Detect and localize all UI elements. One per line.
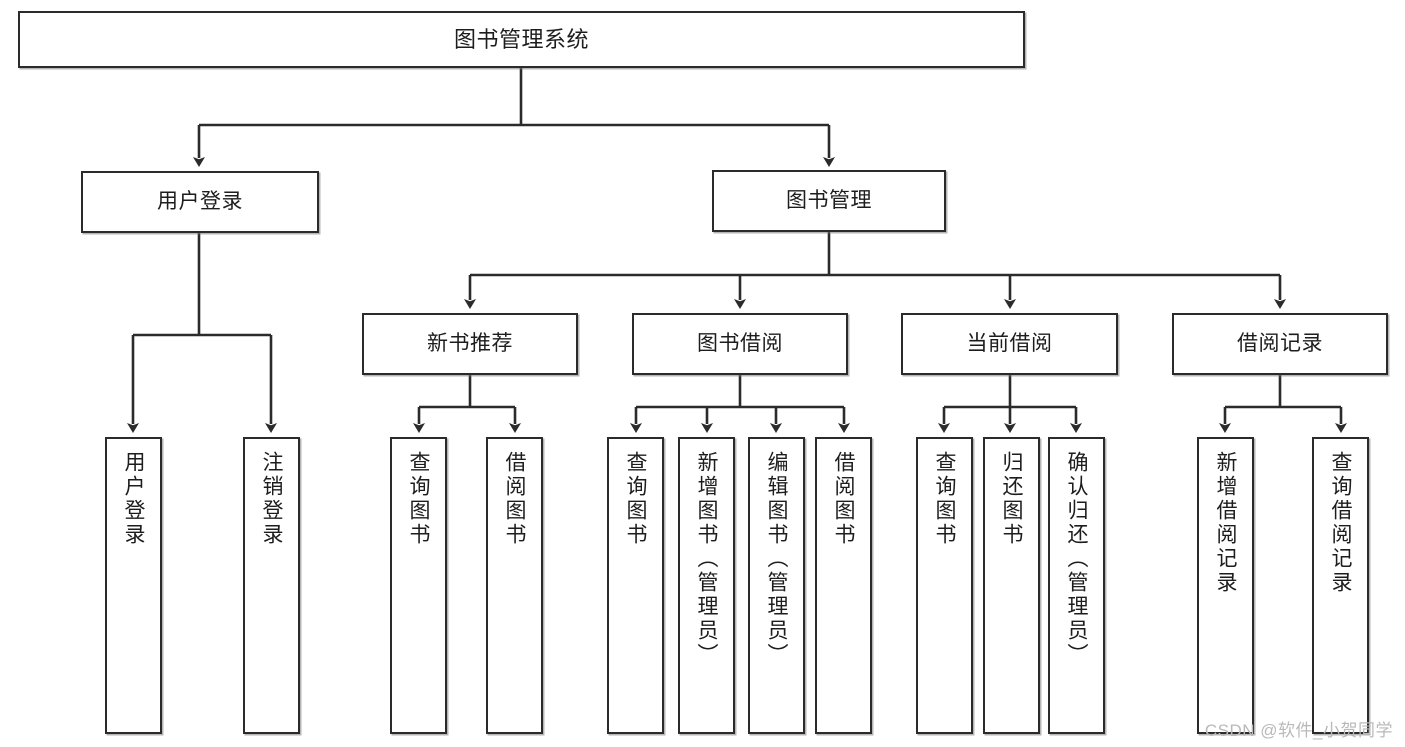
leaf-borrow-book-recommend-label: 借阅图书: [503, 451, 526, 547]
node-book-management-label: 图书管理: [786, 188, 872, 212]
leaf-add-borrow-record-label: 新增借阅记录: [1214, 451, 1237, 595]
node-root-label: 图书管理系统: [453, 26, 589, 52]
leaf-query-book-recommend-label: 查询图书: [407, 451, 430, 547]
node-current-borrow-label: 当前借阅: [966, 331, 1053, 355]
node-borrow-records[interactable]: 借阅记录: [1172, 313, 1388, 375]
leaf-user-login-label: 用户登录: [122, 451, 145, 547]
node-user-login-label: 用户登录: [157, 189, 243, 213]
leaf-borrow-book-label: 借阅图书: [832, 451, 855, 547]
leaf-return-book-label: 归还图书: [1000, 451, 1023, 547]
leaf-logout[interactable]: 注销登录: [243, 437, 300, 734]
watermark-text: CSDN @软件_小贺同学: [1204, 721, 1393, 740]
leaf-query-book-current-label: 查询图书: [933, 451, 956, 547]
leaf-query-book-borrow-label: 查询图书: [624, 451, 647, 547]
node-new-book-recommend-label: 新书推荐: [427, 331, 513, 355]
node-new-book-recommend[interactable]: 新书推荐: [362, 313, 578, 375]
leaf-confirm-return-admin-label: 确认归还（管理员）: [1065, 451, 1088, 667]
leaf-borrow-book-recommend[interactable]: 借阅图书: [486, 437, 543, 734]
node-root[interactable]: 图书管理系统: [18, 11, 1025, 68]
leaf-return-book[interactable]: 归还图书: [983, 437, 1040, 734]
leaf-query-book-borrow[interactable]: 查询图书: [607, 437, 664, 734]
leaf-add-book-admin[interactable]: 新增图书（管理员）: [678, 437, 735, 734]
node-borrow-records-label: 借阅记录: [1237, 331, 1323, 355]
leaf-user-login[interactable]: 用户登录: [105, 437, 162, 734]
node-current-borrow[interactable]: 当前借阅: [901, 313, 1118, 375]
node-book-borrow-label: 图书借阅: [697, 331, 783, 355]
leaf-edit-book-admin-label: 编辑图书（管理员）: [765, 451, 788, 667]
leaf-add-book-admin-label: 新增图书（管理员）: [695, 451, 718, 667]
leaf-confirm-return-admin[interactable]: 确认归还（管理员）: [1048, 437, 1105, 734]
leaf-query-book-current[interactable]: 查询图书: [916, 437, 973, 734]
leaf-borrow-book[interactable]: 借阅图书: [815, 437, 872, 734]
node-user-login[interactable]: 用户登录: [81, 171, 319, 233]
leaf-query-borrow-record-label: 查询借阅记录: [1329, 451, 1352, 595]
leaf-logout-label: 注销登录: [260, 451, 283, 547]
leaf-add-borrow-record[interactable]: 新增借阅记录: [1197, 437, 1254, 734]
leaf-query-book-recommend[interactable]: 查询图书: [390, 437, 447, 734]
node-book-borrow[interactable]: 图书借阅: [632, 313, 848, 375]
leaf-edit-book-admin[interactable]: 编辑图书（管理员）: [748, 437, 805, 734]
node-book-management[interactable]: 图书管理: [712, 170, 946, 232]
leaf-query-borrow-record[interactable]: 查询借阅记录: [1312, 437, 1369, 734]
